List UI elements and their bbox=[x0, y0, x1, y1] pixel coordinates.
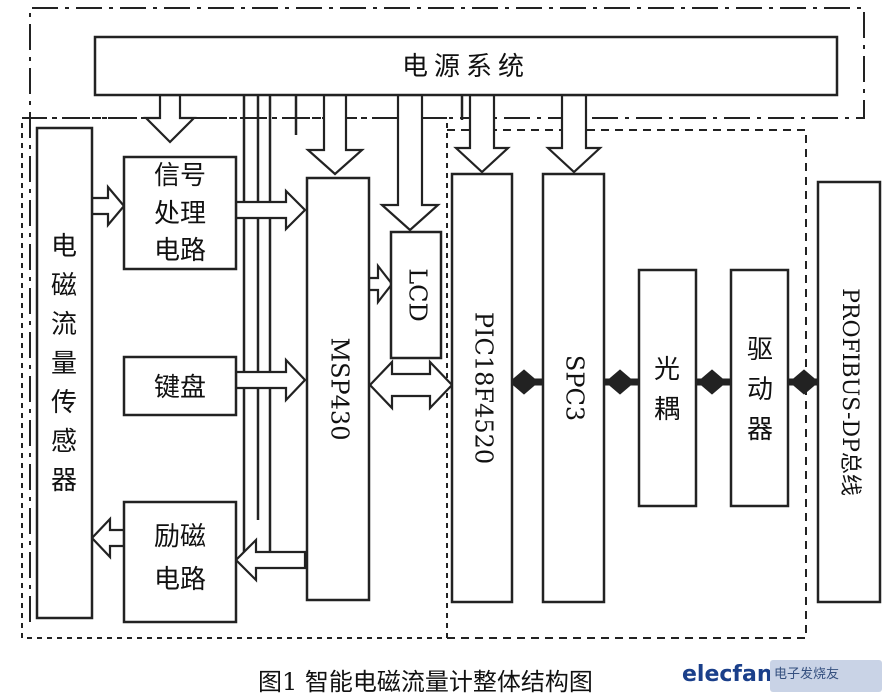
excite-label-line: 电路 bbox=[154, 565, 206, 595]
driver-label-char: 器 bbox=[747, 415, 773, 445]
msp-pic-bidirectional-arrow bbox=[368, 359, 454, 411]
power-system-label: 电源系统 bbox=[402, 52, 530, 82]
driver-label-char: 动 bbox=[747, 375, 773, 405]
power-system-block: 电源系统 bbox=[93, 35, 839, 97]
signal-to-msp-arrow bbox=[234, 188, 307, 232]
sensor-block: 电 磁 流 量 传 感 器 bbox=[35, 126, 94, 620]
msp430-block: MSP430 bbox=[305, 176, 371, 602]
msp-to-lcd-arrow bbox=[366, 262, 394, 306]
sensor-char: 量 bbox=[51, 349, 77, 379]
profibus-block: PROFIBUS-DP总线 bbox=[816, 180, 882, 604]
sensor-char: 电 bbox=[51, 232, 77, 262]
power-to-signal-arrow bbox=[143, 93, 197, 144]
figure-caption-bar: 图1 智能电磁流量计整体结构图 elecfans.com 电子发烧友 bbox=[0, 660, 891, 696]
excite-to-sensor-arrow bbox=[90, 516, 126, 560]
optocoupler-block: 光 耦 bbox=[637, 268, 698, 508]
sensor-char: 感 bbox=[51, 427, 77, 457]
signal-label-line: 处理 bbox=[154, 199, 206, 229]
excite-label-line: 励磁 bbox=[154, 522, 206, 552]
keyboard-label: 键盘 bbox=[154, 373, 206, 403]
keyboard-to-msp-arrow bbox=[234, 357, 307, 403]
pic-block: PIC18F4520 bbox=[450, 172, 514, 604]
power-to-msp-arrow bbox=[305, 93, 365, 176]
keyboard-block: 键盘 bbox=[122, 355, 238, 417]
sensor-to-signal-arrow bbox=[90, 183, 126, 229]
msp-to-excite-arrow bbox=[234, 537, 307, 583]
lcd-label: LCD bbox=[404, 268, 432, 322]
spc3-block: SPC3 bbox=[541, 172, 606, 604]
block-diagram: 电源系统 电 磁 流 量 传 感 器 信号 处理 电路 键盘 励磁 电路 MSP… bbox=[21, 7, 882, 639]
watermark-badge-text: 电子发烧友 bbox=[774, 667, 840, 682]
power-to-spc-arrow bbox=[545, 93, 603, 174]
power-to-lcd-arrow bbox=[379, 93, 441, 232]
opto-label-char: 光 bbox=[654, 355, 680, 385]
sensor-char: 流 bbox=[51, 310, 77, 340]
signal-label-line: 电路 bbox=[154, 236, 206, 266]
power-lines bbox=[168, 95, 570, 565]
opto-label-char: 耦 bbox=[654, 395, 680, 425]
sensor-char: 器 bbox=[51, 466, 77, 496]
power-to-pic-arrow bbox=[453, 93, 511, 174]
signal-label-line: 信号 bbox=[154, 161, 206, 191]
pic-label: PIC18F4520 bbox=[470, 312, 498, 464]
spc3-label: SPC3 bbox=[561, 355, 589, 421]
flow-arrows bbox=[90, 93, 603, 583]
driver-label-char: 驱 bbox=[747, 335, 773, 365]
signal-processing-block: 信号 处理 电路 bbox=[122, 155, 238, 271]
msp430-label: MSP430 bbox=[326, 338, 354, 441]
watermark-logo: 电子发烧友 bbox=[770, 660, 882, 692]
figure-caption: 图1 智能电磁流量计整体结构图 bbox=[258, 668, 593, 696]
lcd-block: LCD bbox=[389, 230, 443, 360]
excitation-block: 励磁 电路 bbox=[122, 500, 238, 624]
driver-block: 驱 动 器 bbox=[729, 268, 790, 508]
sensor-char: 磁 bbox=[51, 271, 77, 301]
circuit-boundary bbox=[21, 117, 807, 639]
sensor-char: 传 bbox=[51, 388, 77, 418]
profibus-label: PROFIBUS-DP总线 bbox=[837, 288, 862, 496]
